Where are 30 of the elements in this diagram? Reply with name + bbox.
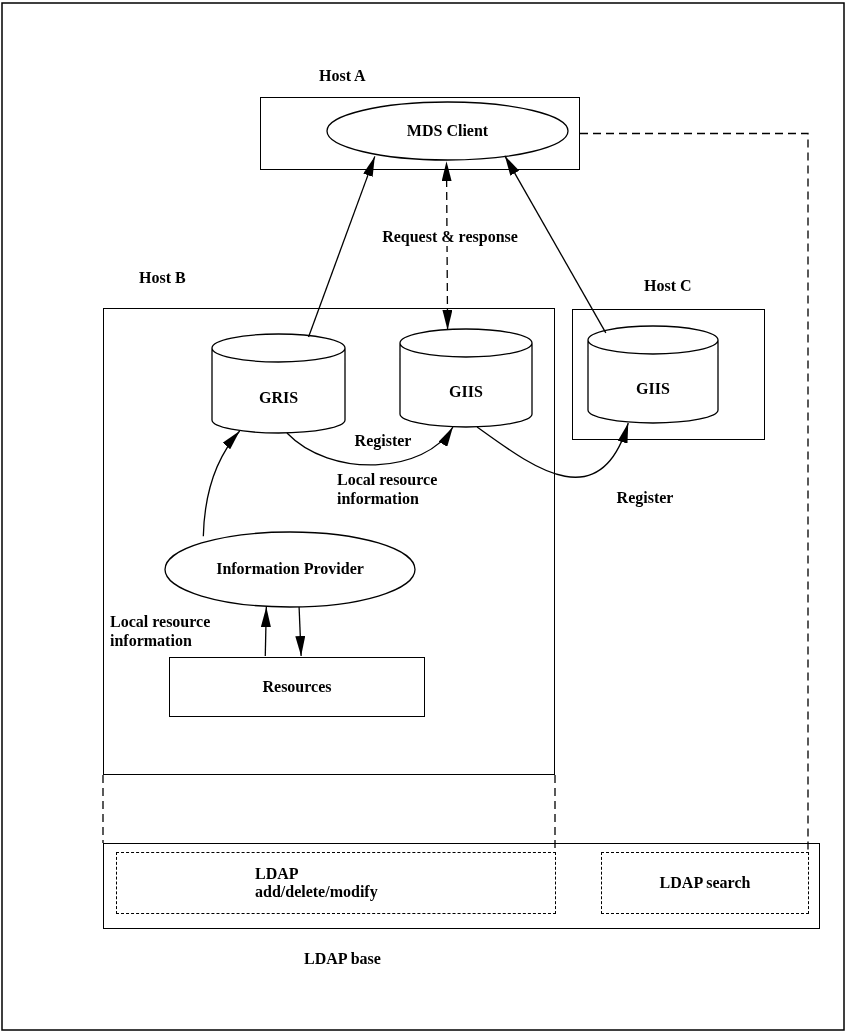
note-text: Local resource information [110, 612, 212, 651]
node-label: MDS Client [406, 121, 489, 141]
node-label: GIIS [449, 383, 483, 402]
connector-line [579, 132, 809, 852]
node-label: GRIS [258, 388, 299, 408]
heading: Host B [139, 269, 186, 287]
arrow [286, 426, 454, 466]
operation-box [116, 852, 556, 914]
edge-label: Register [352, 432, 414, 450]
edge-label: Register [614, 489, 676, 507]
resources-box [169, 657, 425, 717]
operation-box [601, 852, 809, 914]
edge-label: Request & response [380, 228, 520, 246]
arrow [260, 606, 271, 657]
arrow [295, 606, 306, 657]
node-label: Information Provider [216, 560, 364, 579]
note-text: Local resource information [337, 470, 439, 509]
heading: Host C [644, 277, 692, 295]
node-label: Resources [262, 677, 332, 697]
arrow [504, 155, 607, 334]
connector-line [102, 774, 104, 844]
heading: LDAP base [304, 950, 381, 968]
node-label: LDAP add/delete/modify [255, 864, 379, 902]
heading: Host A [319, 67, 366, 85]
arrow [202, 430, 241, 537]
node-label: GIIS [636, 379, 670, 399]
arrow [307, 155, 376, 338]
arrow [441, 160, 453, 331]
arrow [476, 422, 629, 478]
node-label: LDAP search [659, 873, 751, 893]
